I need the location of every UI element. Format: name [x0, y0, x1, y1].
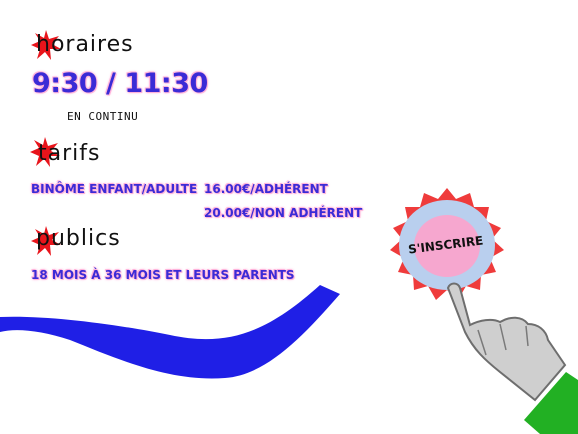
badge-burst-icon [390, 188, 504, 300]
horaires-heading: horaires [36, 32, 134, 57]
publics-heading: publics [36, 226, 121, 251]
tarif-label: BINÔME ENFANT/ADULTE [31, 182, 198, 196]
opening-hours: 9:30 / 11:30 [32, 68, 208, 99]
star-burst-icon [31, 226, 61, 256]
star-burst-icon [30, 137, 60, 167]
tarifs-heading: tarifs [38, 141, 101, 166]
wave-decoration [0, 285, 340, 379]
price-member: 16.00€/ADHÉRENT [204, 182, 328, 196]
pointing-hand-icon [446, 282, 578, 434]
star-burst-icon [31, 30, 61, 60]
signup-button[interactable]: S'INSCRIRE [384, 188, 510, 306]
price-non-member: 20.00€/NON ADHÉRENT [204, 206, 363, 220]
continu-note: EN CONTINU [67, 110, 139, 123]
audience-text: 18 MOIS À 36 MOIS ET LEURS PARENTS [31, 268, 295, 282]
